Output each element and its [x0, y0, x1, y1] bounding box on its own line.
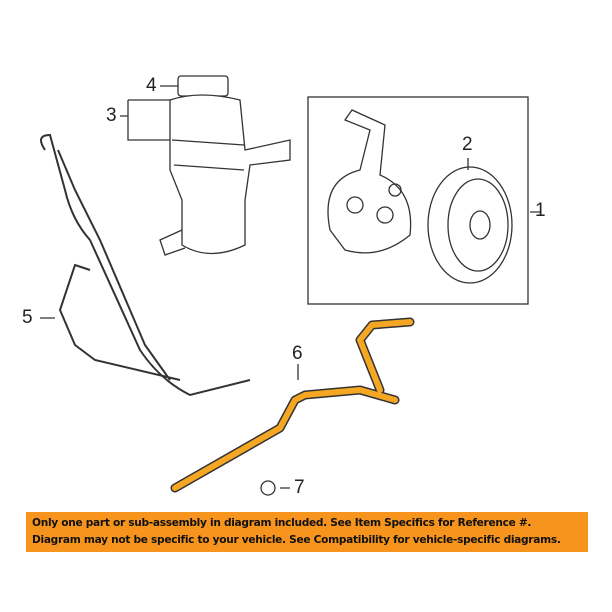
- callout-2: 2: [462, 134, 473, 155]
- callout-5: 5: [22, 307, 33, 328]
- pulley: [427, 166, 513, 284]
- callout-1: 1: [535, 200, 546, 221]
- disclaimer-banner: Only one part or sub-assembly in diagram…: [26, 512, 588, 552]
- return-hose: [40, 133, 251, 397]
- callout-7: 7: [294, 477, 305, 498]
- reservoir: [159, 75, 291, 256]
- callout-4: 4: [146, 75, 157, 96]
- callout-6: 6: [292, 343, 303, 364]
- disclaimer-line-1: Only one part or sub-assembly in diagram…: [32, 517, 532, 529]
- pump: [327, 109, 412, 254]
- callout-3: 3: [106, 105, 117, 126]
- pump-frame: [307, 96, 529, 305]
- disclaimer-line-2: Diagram may not be specific to your vehi…: [32, 534, 561, 546]
